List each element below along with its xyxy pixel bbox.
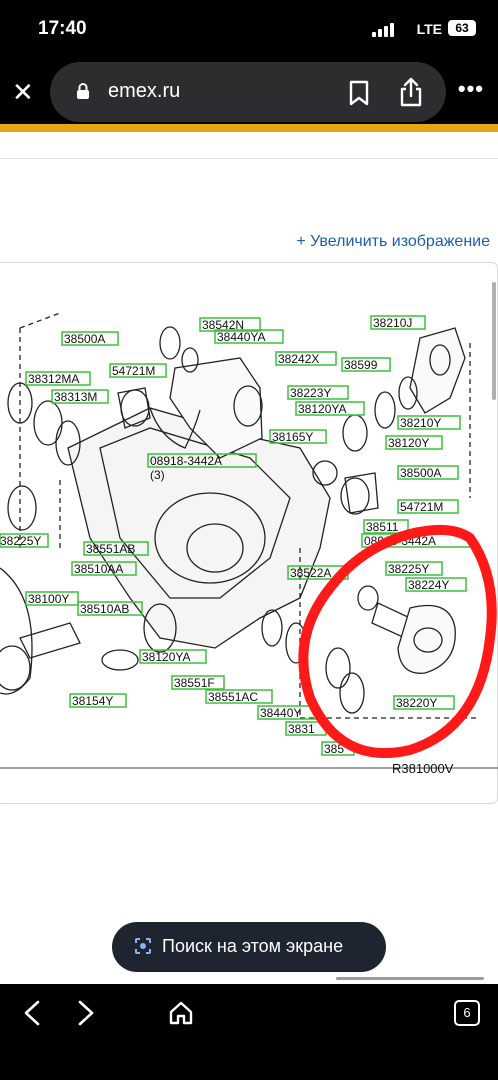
svg-text:08918-3442A: 08918-3442A: [150, 454, 222, 468]
diagram-ref-code: R381000V: [392, 761, 454, 776]
bottom-toolbar: [0, 984, 498, 1080]
svg-text:38511: 38511: [366, 520, 399, 534]
part-label: 38225Y: [0, 533, 49, 548]
site-header-accent: [0, 124, 498, 132]
pinion-flange: [409, 327, 466, 414]
url-domain[interactable]: emex.ru: [108, 80, 181, 102]
part-label: 38210Y: [397, 415, 461, 430]
svg-text:38120YA: 38120YA: [298, 402, 347, 416]
part-label: 38511: [363, 519, 409, 534]
signal-icon: [372, 23, 394, 37]
part-label: 38100Y: [25, 591, 79, 606]
svg-text:54721M: 54721M: [112, 364, 155, 378]
svg-text:(3): (3): [150, 468, 165, 482]
svg-text:38440Y: 38440Y: [260, 706, 301, 720]
part-label: 38440YA: [214, 329, 284, 344]
home-icon[interactable]: [168, 1000, 194, 1026]
svg-text:38225Y: 38225Y: [0, 534, 41, 548]
lens-icon: [135, 938, 151, 954]
svg-text:38225Y: 38225Y: [388, 562, 429, 576]
svg-text:38224Y: 38224Y: [408, 578, 449, 592]
part-label: 38224Y: [405, 577, 467, 592]
part-label: 38312MA: [25, 371, 91, 386]
part-label: (3): [150, 468, 165, 482]
part-label: 38551AC: [205, 689, 273, 704]
part-labels: 38500A 38542N 38440YA 38242X 38210J 3859…: [0, 315, 471, 776]
lock-icon: [77, 83, 89, 99]
part-label: 38165Y: [269, 429, 327, 444]
status-bar: 17:40 LTE 63: [0, 0, 498, 60]
part-label: 38220Y: [393, 695, 455, 710]
svg-text:385: 385: [324, 742, 344, 756]
back-icon[interactable]: [22, 1000, 42, 1026]
mount-bracket: [169, 357, 263, 459]
part-label: 38120Y: [385, 435, 443, 450]
bookmark-icon[interactable]: [348, 80, 370, 106]
divider: [0, 158, 498, 159]
svg-text:38154Y: 38154Y: [72, 694, 113, 708]
part-label: 38542N: [199, 317, 261, 332]
parts-diagram[interactable]: 38500A 38542N 38440YA 38242X 38210J 3859…: [0, 298, 498, 798]
part-label: 38210J: [370, 315, 426, 330]
part-label: 38313M: [51, 389, 109, 404]
part-label: 38242X: [275, 351, 337, 366]
close-icon[interactable]: ✕: [12, 77, 34, 107]
part-label: 38551F: [171, 675, 225, 690]
output-flange: [397, 604, 456, 674]
part-label: 38510AB: [77, 601, 143, 616]
tab-count-button[interactable]: 6: [454, 1000, 480, 1026]
part-label: 38500A: [61, 331, 119, 346]
address-bar[interactable]: [50, 62, 446, 122]
svg-text:38551F: 38551F: [174, 676, 215, 690]
part-label: 54721M: [397, 499, 459, 514]
svg-text:38440YA: 38440YA: [217, 330, 266, 344]
forward-icon[interactable]: [76, 1000, 96, 1026]
svg-text:38120YA: 38120YA: [142, 650, 191, 664]
svg-text:38599: 38599: [344, 358, 378, 372]
part-label: 08918-3442A: [147, 453, 257, 468]
svg-text:38551AC: 38551AC: [208, 690, 258, 704]
part-label: 38223Y: [287, 385, 349, 400]
svg-text:38551AB: 38551AB: [86, 542, 135, 556]
status-time: 17:40: [38, 18, 87, 39]
svg-text:38220Y: 38220Y: [396, 696, 437, 710]
share-icon[interactable]: [398, 76, 424, 108]
part-label: 38120YA: [295, 401, 365, 416]
more-options-icon[interactable]: •••: [457, 76, 484, 101]
svg-text:3831: 3831: [288, 722, 315, 736]
svg-text:38510AB: 38510AB: [80, 602, 129, 616]
part-label: 38510AA: [71, 561, 137, 576]
part-label: 54721M: [109, 363, 167, 378]
svg-text:38223Y: 38223Y: [290, 386, 331, 400]
ring-gear: [0, 567, 33, 695]
svg-text:38542N: 38542N: [202, 318, 244, 332]
svg-text:38120Y: 38120Y: [388, 436, 429, 450]
search-screen-label: Поиск на этом экране: [162, 936, 344, 956]
svg-text:38210Y: 38210Y: [400, 416, 441, 430]
part-label: 38120YA: [139, 649, 207, 664]
svg-text:54721M: 54721M: [400, 500, 443, 514]
enlarge-image-link[interactable]: + Увеличить изображение: [296, 233, 490, 250]
svg-text:38100Y: 38100Y: [28, 592, 69, 606]
scrollbar[interactable]: [492, 282, 496, 400]
part-label: 38500A: [397, 465, 459, 480]
svg-text:38510AA: 38510AA: [74, 562, 123, 576]
svg-text:38500A: 38500A: [64, 332, 105, 346]
red-highlight-circle: [298, 524, 497, 758]
part-label: 38154Y: [69, 693, 127, 708]
svg-text:38165Y: 38165Y: [272, 430, 313, 444]
part-label: 38225Y: [385, 561, 443, 576]
svg-text:38210J: 38210J: [373, 316, 412, 330]
part-label: 38599: [341, 357, 391, 372]
part-label: 38551AB: [83, 541, 149, 556]
svg-text:38500A: 38500A: [400, 466, 441, 480]
svg-text:38522A: 38522A: [290, 566, 331, 580]
battery-icon: 63: [448, 20, 476, 36]
search-screen-button[interactable]: Поиск на этом экране: [112, 922, 386, 972]
svg-text:38242X: 38242X: [278, 352, 319, 366]
svg-text:38313M: 38313M: [54, 390, 97, 404]
network-type: LTE: [416, 21, 442, 37]
svg-text:38312MA: 38312MA: [28, 372, 79, 386]
sheet-handle[interactable]: [336, 977, 484, 980]
